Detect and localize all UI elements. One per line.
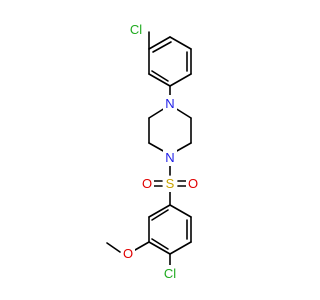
bond (169, 73, 192, 87)
bond (106, 242, 121, 253)
atom-cl-bottom: Cl (158, 265, 182, 281)
nitrogen-label: N (165, 150, 174, 165)
bond (148, 36, 171, 50)
bond (151, 209, 169, 221)
sulfur-label: S (166, 176, 175, 191)
nitrogen-label: N (165, 96, 174, 111)
bond (148, 204, 171, 218)
bond (169, 36, 192, 50)
atom-o-methoxy: O (121, 245, 135, 261)
bond (169, 241, 192, 255)
molecule-structure: Cl N N S O O O Cl (106, 21, 200, 281)
bond (148, 73, 171, 87)
chlorine-label: Cl (130, 22, 142, 37)
oxygen-label: O (188, 176, 198, 191)
bond (148, 142, 166, 153)
bond (151, 238, 169, 250)
bond (152, 41, 172, 53)
bond (169, 204, 192, 218)
bond (134, 241, 150, 251)
bonds (106, 31, 192, 267)
chlorine-label: Cl (164, 266, 176, 281)
atom-n-top: N (163, 95, 177, 111)
atom-n-bottom: N (163, 150, 177, 166)
atom-o-right: O (186, 176, 200, 192)
bond (151, 70, 169, 82)
bond (174, 107, 192, 119)
atom-labels: Cl N N S O O O Cl (121, 21, 200, 281)
bond (148, 107, 166, 119)
atom-cl-top: Cl (124, 21, 148, 37)
bond (148, 241, 171, 255)
oxygen-label: O (142, 176, 152, 191)
oxygen-label: O (123, 246, 133, 261)
atom-o-left: O (140, 176, 154, 192)
bond (174, 142, 192, 153)
atom-sulfur: S (163, 176, 177, 192)
